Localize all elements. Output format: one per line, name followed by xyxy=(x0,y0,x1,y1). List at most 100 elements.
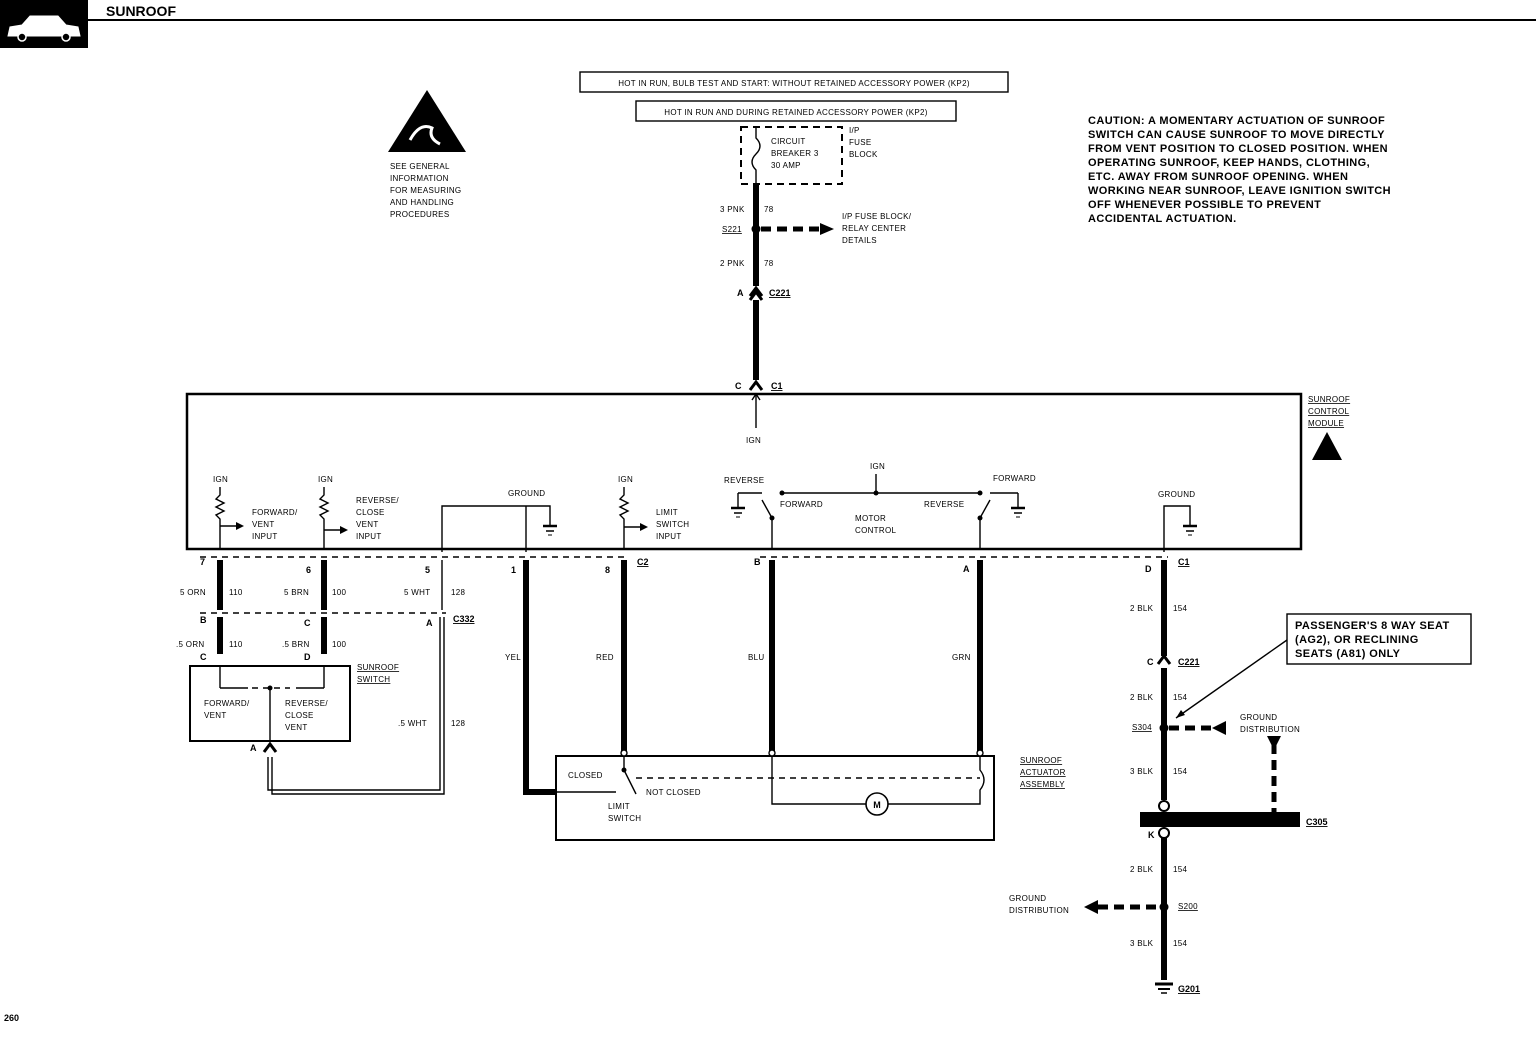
module-name-3: MODULE xyxy=(1308,419,1344,428)
circuit-100-lower: 100 xyxy=(332,640,346,649)
wire-yel xyxy=(523,560,556,795)
switch-pin-a: A xyxy=(250,743,257,753)
limit-switch-2: SWITCH xyxy=(608,814,641,823)
splice-s200 xyxy=(1159,902,1169,912)
circuit-128-lower: 128 xyxy=(451,719,465,728)
relay-arrow-icon xyxy=(820,223,834,235)
relay-forward-label-right: FORWARD xyxy=(993,474,1036,483)
esd-module-icon xyxy=(1312,432,1342,460)
c221-ground-connector-icon xyxy=(1156,653,1172,665)
esd-note-4: AND HANDLING xyxy=(390,198,454,207)
s200-label: S200 xyxy=(1178,902,1198,911)
rev-input-1: REVERSE/ xyxy=(356,496,399,505)
feed-circuit: 3 PNK 78 S221 I/P FUSE BLOCK/ RELAY CENT… xyxy=(720,184,911,445)
passenger-note-3: SEATS (A81) ONLY xyxy=(1295,648,1401,660)
ign-fwd-label: IGN xyxy=(213,475,228,484)
esd-note-3: FOR MEASURING xyxy=(390,186,461,195)
c1-pin-c: C xyxy=(735,381,742,391)
switch-name-2: SWITCH xyxy=(357,675,390,684)
power-label-2-box xyxy=(635,100,957,122)
ground-label-right: GROUND xyxy=(1158,490,1195,499)
splice-s221-label: S221 xyxy=(722,225,742,234)
limit-input-1: LIMIT xyxy=(656,508,678,517)
caution-line-5: ETC. AWAY FROM SUNROOF OPENING. WHEN xyxy=(1088,171,1348,183)
circuit-100: 100 xyxy=(332,588,346,597)
esd-warning: SEE GENERAL INFORMATION FOR MEASURING AN… xyxy=(388,90,466,219)
limit-closed-label: CLOSED xyxy=(568,771,603,780)
gnd-wire-3: 3 BLK xyxy=(1130,767,1154,776)
power-label-1: HOT IN RUN, BULB TEST AND START: WITHOUT… xyxy=(618,79,970,88)
wire-label-orn-lower: .5 ORN xyxy=(176,640,204,649)
fuse-block-label-2: FUSE xyxy=(849,138,872,147)
pullup-resistor-fwd xyxy=(214,487,226,550)
circuit-breaker: CIRCUIT BREAKER 3 30 AMP I/P FUSE BLOCK xyxy=(740,126,878,185)
rev-input-4: INPUT xyxy=(356,532,382,541)
limit-not-closed-label: NOT CLOSED xyxy=(646,788,701,797)
fuse-block-label-3: BLOCK xyxy=(849,150,878,159)
gnd-wire-1: 2 BLK xyxy=(1130,604,1154,613)
actuator-outline xyxy=(555,755,995,841)
breaker-element xyxy=(751,127,761,184)
motor-relay-switch-right xyxy=(979,499,991,519)
fuse-block-outline xyxy=(740,126,843,185)
limit-switch-blade xyxy=(623,769,637,795)
limit-input-2: SWITCH xyxy=(656,520,689,529)
rev-input-3: VENT xyxy=(356,520,379,529)
relay-reverse-label-left: REVERSE xyxy=(724,476,764,485)
sunroof-actuator-assembly: SUNROOF ACTUATOR ASSEMBLY CLOSED NOT CLO… xyxy=(555,749,1065,841)
caution-line-2: SWITCH CAN CAUSE SUNROOF TO MOVE DIRECTL… xyxy=(1088,129,1385,141)
wire-wht-128-lower xyxy=(267,617,441,791)
c332-pin-c: C xyxy=(304,618,311,628)
motor-relay-switch-left xyxy=(761,499,773,519)
ground-label-left: GROUND xyxy=(508,489,545,498)
c305-connector xyxy=(1140,812,1300,827)
module-name-1: SUNROOF xyxy=(1308,395,1350,404)
pin-5: 5 xyxy=(425,565,430,575)
gnd-wire-2: 2 BLK xyxy=(1130,693,1154,702)
ground-circuit: 2 BLK 154 C C221 2 BLK 154 S304 GROUND D… xyxy=(1009,560,1328,994)
c221-ground-label: C221 xyxy=(1178,657,1200,667)
switch-pin-a-connector-icon xyxy=(262,741,278,753)
c332-pin-a: A xyxy=(426,618,433,628)
ground-dist-2: DISTRIBUTION xyxy=(1240,725,1300,734)
fwd-input-3: INPUT xyxy=(252,532,278,541)
passenger-note-leader xyxy=(1175,639,1288,719)
caution-line-6: WORKING NEAR SUNROOF, LEAVE IGNITION SWI… xyxy=(1088,185,1391,197)
switch-fwd-1: FORWARD/ xyxy=(204,699,250,708)
ground-dist-arrow-icon xyxy=(1212,721,1226,735)
caution-line-8: ACCIDENTAL ACTUATION. xyxy=(1088,213,1237,225)
relay-label-2: RELAY CENTER xyxy=(842,224,906,233)
power-label-1-box xyxy=(579,71,1009,93)
fuse-block-label-1: I/P xyxy=(849,126,860,135)
page-title: SUNROOF xyxy=(106,3,176,19)
pin-1: 1 xyxy=(511,565,516,575)
limit-switch-1: LIMIT xyxy=(608,802,630,811)
c332-label: C332 xyxy=(453,614,475,624)
relay-label-3: DETAILS xyxy=(842,236,877,245)
circuit-110: 110 xyxy=(229,588,243,597)
page-number: 260 xyxy=(4,1013,19,1023)
pin-a: A xyxy=(963,564,970,574)
c1-connector-icon xyxy=(748,379,764,391)
circuit-78-top: 78 xyxy=(764,205,774,214)
c221-ground-pin: C xyxy=(1147,657,1154,667)
wire-label-brn-lower: .5 BRN xyxy=(282,640,310,649)
c1-top-label: C1 xyxy=(771,381,783,391)
limit-input-arrow-icon xyxy=(640,523,648,531)
breaker-line-1: CIRCUIT xyxy=(771,137,806,146)
sunroof-switch: SUNROOF SWITCH FORWARD/ VENT REVERSE/ CL… xyxy=(189,663,399,753)
switch-harness: 5 ORN 110 5 BRN 100 5 WHT 128 B C A C332… xyxy=(176,560,475,795)
actuator-name-1: SUNROOF xyxy=(1020,756,1062,765)
ground-dist-1: GROUND xyxy=(1240,713,1277,722)
power-labels: HOT IN RUN, BULB TEST AND START: WITHOUT… xyxy=(579,71,1009,122)
wire-label-wht-lower: .5 WHT xyxy=(398,719,427,728)
ground-dist-2-2: DISTRIBUTION xyxy=(1009,906,1069,915)
module-name-2: CONTROL xyxy=(1308,407,1349,416)
switch-rev-3: VENT xyxy=(285,723,308,732)
switch-fwd-2: VENT xyxy=(204,711,227,720)
fwd-input-2: VENT xyxy=(252,520,275,529)
sunroof-control-module: SUNROOF CONTROL MODULE IGN FORWARD/ VENT… xyxy=(185,392,1350,552)
c332-pin-b: B xyxy=(200,615,207,625)
passenger-note-2: (AG2), OR RECLINING xyxy=(1295,634,1419,646)
